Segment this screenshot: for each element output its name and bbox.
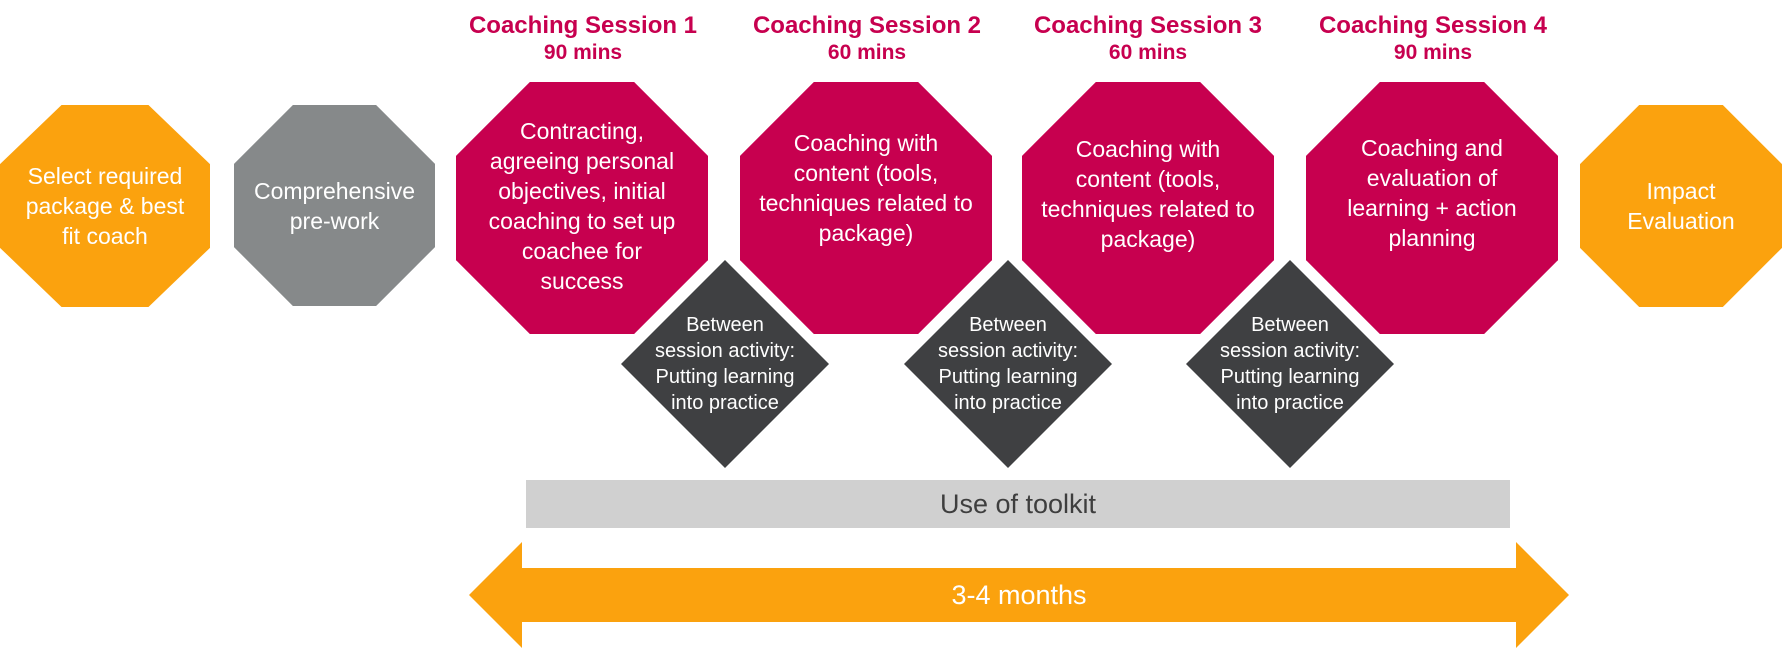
session-4-duration: 90 mins xyxy=(1393,41,1473,64)
session-2-title: Coaching Session 2 xyxy=(752,12,982,39)
double-arrow-shape xyxy=(469,542,1569,648)
timeline-label: 3-4 months xyxy=(951,579,1087,610)
session-4-title: Coaching Session 4 xyxy=(1318,12,1548,39)
session-1-header: Coaching Session 1 90 mins xyxy=(433,12,733,66)
session-2-octagon: Coaching with content (tools, techniques… xyxy=(740,82,992,334)
session-1-title: Coaching Session 1 xyxy=(468,12,698,39)
session-2-header: Coaching Session 2 60 mins xyxy=(717,12,1017,66)
session-4-octagon: Coaching and evaluation of learning + ac… xyxy=(1306,82,1558,334)
session-1-duration: 90 mins xyxy=(543,41,623,64)
toolkit-bar: Use of toolkit xyxy=(526,480,1510,528)
prework-step: Comprehensive pre-work xyxy=(234,105,435,306)
select-package-step: Select required package & best fit coach xyxy=(0,105,210,307)
session-3-duration: 60 mins xyxy=(1108,41,1188,64)
session-4-description: Coaching and evaluation of learning + ac… xyxy=(1347,135,1517,251)
session-3-description: Coaching with content (tools, techniques… xyxy=(1041,136,1255,252)
prework-text: Comprehensive pre-work xyxy=(253,177,416,234)
between-session-text-1: Between session activity: Putting learni… xyxy=(654,314,796,414)
between-session-text-2: Between session activity: Putting learni… xyxy=(937,314,1079,414)
between-session-text-3: Between session activity: Putting learni… xyxy=(1219,314,1361,414)
session-4-header: Coaching Session 4 90 mins xyxy=(1283,12,1583,66)
timeline-duration: 3-4 months xyxy=(469,542,1569,648)
impact-evaluation-text: Impact Evaluation xyxy=(1627,178,1735,234)
toolkit-label: Use of toolkit xyxy=(939,488,1097,519)
duration-double-arrow xyxy=(469,542,1569,648)
session-2-duration: 60 mins xyxy=(827,41,907,64)
session-3-header: Coaching Session 3 60 mins xyxy=(998,12,1298,66)
session-1-description: Contracting, agreeing personal objective… xyxy=(488,118,676,294)
session-2-description: Coaching with content (tools, techniques… xyxy=(759,130,973,246)
session-3-title: Coaching Session 3 xyxy=(1033,12,1263,39)
session-3-octagon: Coaching with content (tools, techniques… xyxy=(1022,82,1274,334)
session-1-octagon: Contracting, agreeing personal objective… xyxy=(456,82,708,334)
select-package-text: Select required package & best fit coach xyxy=(25,163,185,249)
impact-evaluation-step: Impact Evaluation xyxy=(1580,105,1782,307)
